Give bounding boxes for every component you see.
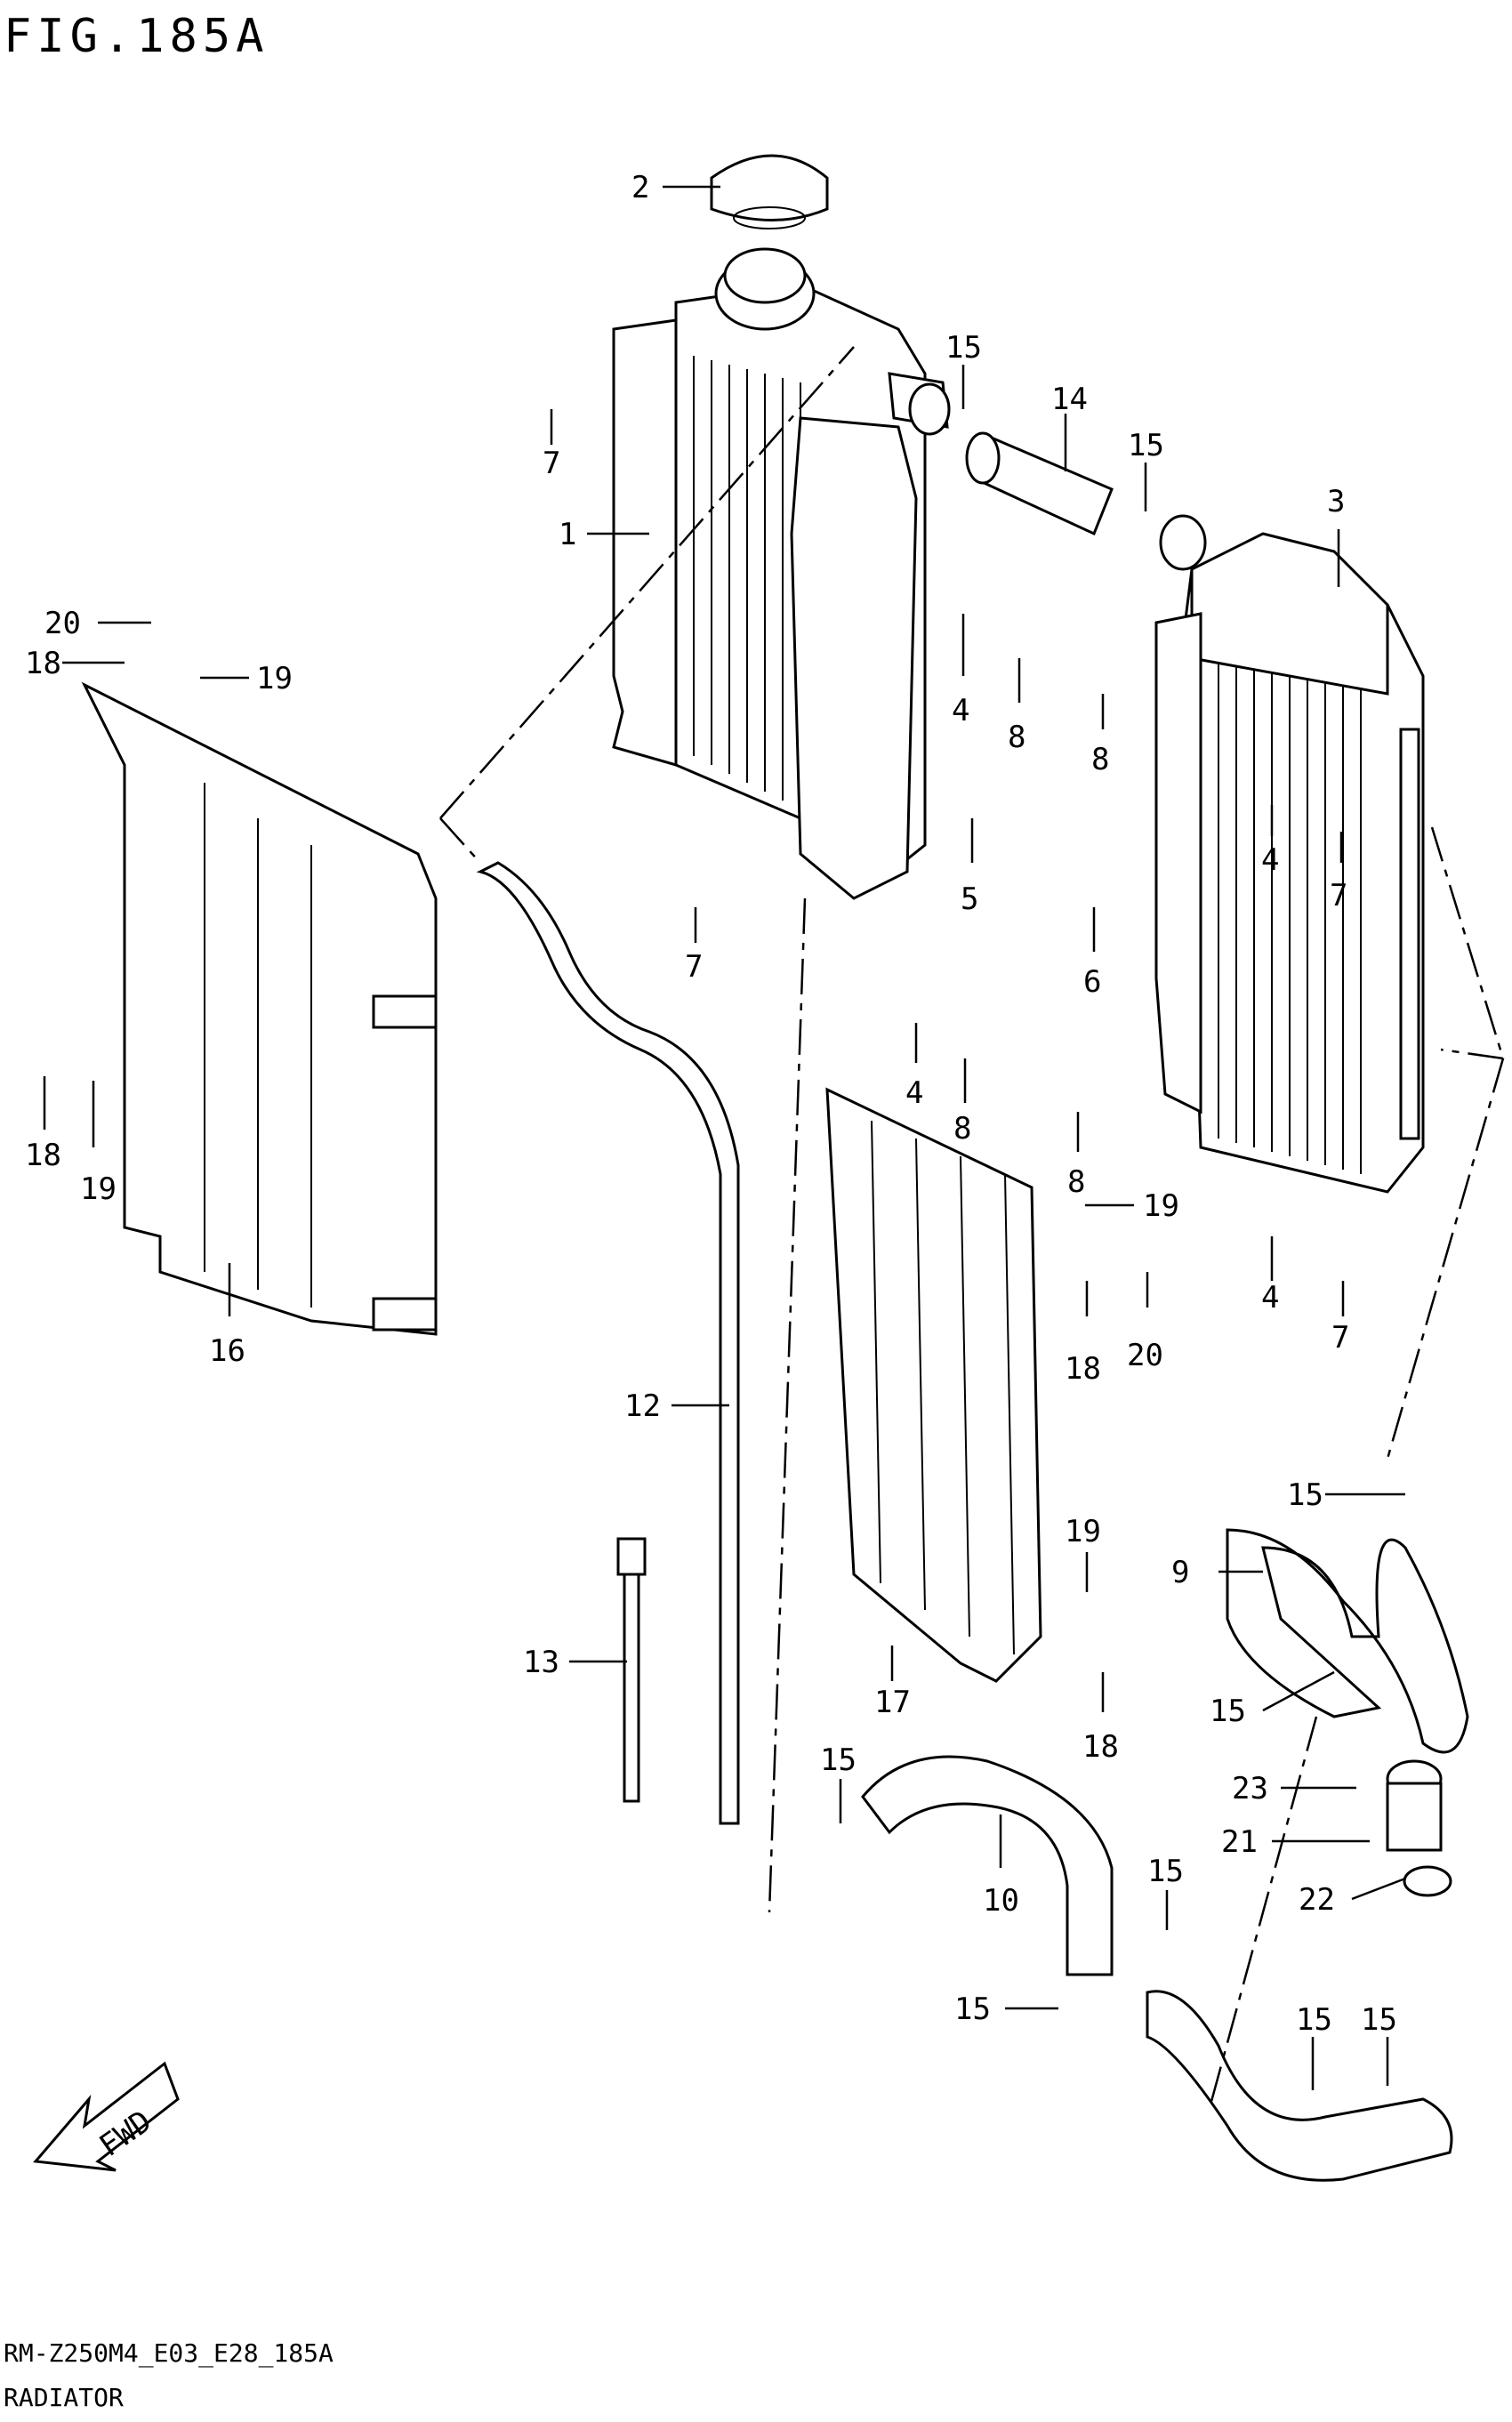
callout-15a: 15: [945, 330, 982, 366]
callout-20a: 20: [44, 606, 81, 641]
callout-6: 6: [1083, 964, 1101, 1000]
radiator-hose-14: [1146, 1990, 1453, 2182]
callout-4d: 4: [1261, 1280, 1279, 1316]
figure-title: FIG.185A: [4, 10, 269, 63]
callout-10: 10: [983, 1883, 1019, 1919]
callout-8d: 8: [1067, 1164, 1085, 1200]
callout-14: 15: [1361, 2002, 1397, 2038]
radiator-shroud: [81, 681, 438, 1336]
callout-7d: 7: [1331, 1320, 1349, 1356]
callout-19a: 19: [256, 661, 293, 696]
radiator-cap: [710, 154, 829, 229]
callout-19d: 19: [1065, 1514, 1101, 1549]
callout-7c: 7: [685, 949, 703, 985]
callout-18d: 18: [1082, 1729, 1119, 1765]
cable-tie: [616, 1537, 647, 1803]
callout-18c: 18: [1065, 1351, 1101, 1387]
callout-18b: 18: [25, 1138, 61, 1173]
radiator-louver: [825, 1087, 1042, 1683]
callout-15h: 15: [1296, 2002, 1332, 2038]
footer-section-name: RADIATOR: [4, 2383, 124, 2412]
callout-4b: 4: [1261, 842, 1279, 878]
callout-4a: 4: [952, 693, 969, 728]
radiator-hose-9: [1226, 1528, 1469, 1754]
callout-15d: 15: [1210, 1694, 1246, 1729]
footer-model-code: RM-Z250M4_E03_E28_185A: [4, 2338, 334, 2369]
forward-direction-arrow: FWD: [33, 2061, 180, 2172]
callout-12: 13: [523, 1645, 559, 1680]
callout-9: 9: [1171, 1555, 1189, 1590]
callout-2: 2: [631, 170, 649, 205]
hose-joint: [1386, 1759, 1452, 1897]
assembly-leaders: [439, 346, 1505, 2109]
callout-11: 12: [624, 1388, 661, 1424]
right-radiator: [1154, 514, 1425, 1194]
callout-19b: 19: [80, 1171, 117, 1207]
callout-1: 1: [559, 517, 576, 552]
upper-hose: [965, 431, 1114, 536]
callout-19c: 19: [1143, 1188, 1179, 1224]
callout-8b: 8: [1091, 742, 1109, 777]
callout-15e: 15: [820, 1742, 857, 1778]
radiator-hose-10: [861, 1755, 1114, 1976]
callout-16: 16: [209, 1333, 245, 1369]
callout-21: 21: [1221, 1824, 1258, 1860]
left-radiator: [612, 247, 951, 900]
callout-3: 3: [1327, 484, 1345, 519]
callout-13: 14: [1051, 382, 1088, 417]
callout-15c: 15: [1287, 1477, 1323, 1513]
callout-labels: 2 1 3 15 14 15 7 20 18 19 18 19 16 4 8 8: [25, 170, 1406, 2090]
callout-23: 23: [1232, 1771, 1268, 1806]
callout-8a: 8: [1008, 720, 1025, 755]
callout-20b: 20: [1127, 1338, 1163, 1373]
callout-15b: 15: [1128, 428, 1164, 463]
callout-4c: 4: [905, 1075, 923, 1111]
callout-7b: 7: [1330, 878, 1347, 913]
callout-8c: 8: [953, 1111, 971, 1147]
callout-18a: 18: [25, 646, 61, 681]
callout-5: 5: [961, 881, 978, 917]
callout-17: 17: [874, 1685, 911, 1720]
callout-22: 22: [1299, 1882, 1335, 1918]
small-hose: [476, 861, 740, 1825]
callout-15f: 15: [1147, 1854, 1184, 1889]
callout-15g: 15: [954, 1992, 991, 2027]
callout-7a: 7: [543, 446, 560, 481]
